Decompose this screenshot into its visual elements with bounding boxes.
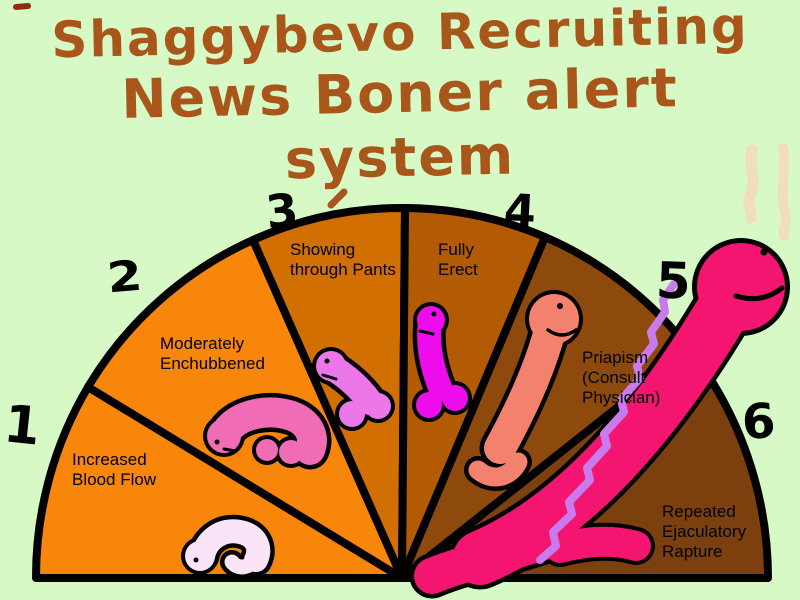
- streak-right: [777, 143, 791, 241]
- doodle-2-eye: [214, 439, 220, 445]
- wedge-level-3: [249, 203, 409, 582]
- scale-number-6: 6: [740, 392, 778, 452]
- doodle-3-mouth: [321, 373, 338, 381]
- doodle-level-2: [203, 393, 332, 470]
- doodle-level-3: [312, 347, 395, 431]
- wedge-label-2: Moderately Enchubbened: [160, 334, 265, 373]
- doodle-3-eye: [324, 358, 330, 364]
- doodle-4-body: [417, 310, 453, 402]
- doodle-2-body: [211, 397, 327, 465]
- doodle-6-eye: [760, 248, 768, 256]
- doodle-5-smile: [546, 328, 578, 337]
- doodle-level-6: [409, 238, 790, 599]
- doodle-3-body: [320, 355, 383, 415]
- doodle-4-eye: [431, 311, 437, 317]
- doodle-level-5: [464, 290, 583, 491]
- streak-doodles: [743, 143, 791, 241]
- doodle-6-vein: [536, 280, 678, 564]
- doodle-6-base-flare-left: [414, 518, 578, 594]
- doodle-2-lobe: [256, 439, 278, 461]
- doodle-level-4: [412, 302, 472, 422]
- doodle-4-mouth: [418, 329, 435, 336]
- wedge-level-1: [31, 383, 406, 582]
- scale-number-4: 4: [502, 183, 538, 239]
- doodle-6-ridge: [733, 285, 785, 302]
- doodle-1-body: [191, 519, 271, 572]
- stray-brown-dash: [327, 188, 348, 209]
- wedge-label-4: Fully Erect: [438, 240, 478, 279]
- wedge-label-1: Increased Blood Flow: [72, 450, 157, 489]
- wedge-label-6: Repeated Ejaculatory Rapture: [662, 502, 747, 561]
- corner-red-dash: [13, 3, 31, 10]
- doodle-5-eye: [557, 303, 563, 309]
- doodle-level-1: [181, 514, 275, 579]
- doodle-1-eye: [193, 557, 199, 563]
- scale-number-1: 1: [0, 394, 44, 458]
- scale-number-3: 3: [263, 182, 301, 240]
- doodle-6-base-flare-right: [545, 526, 651, 563]
- doodle-5-base: [468, 452, 528, 487]
- scale-number-2: 2: [105, 250, 145, 303]
- scale-number-5: 5: [654, 251, 692, 311]
- wedge-label-5: Priapism (Consult Physician): [582, 348, 661, 407]
- doodle-5-body: [484, 314, 566, 464]
- doodle-1-curl: [224, 550, 264, 575]
- doodle-2-mouth: [222, 447, 238, 453]
- wedge-label-3: Showing through Pants: [290, 240, 396, 279]
- streak-left: [743, 144, 759, 224]
